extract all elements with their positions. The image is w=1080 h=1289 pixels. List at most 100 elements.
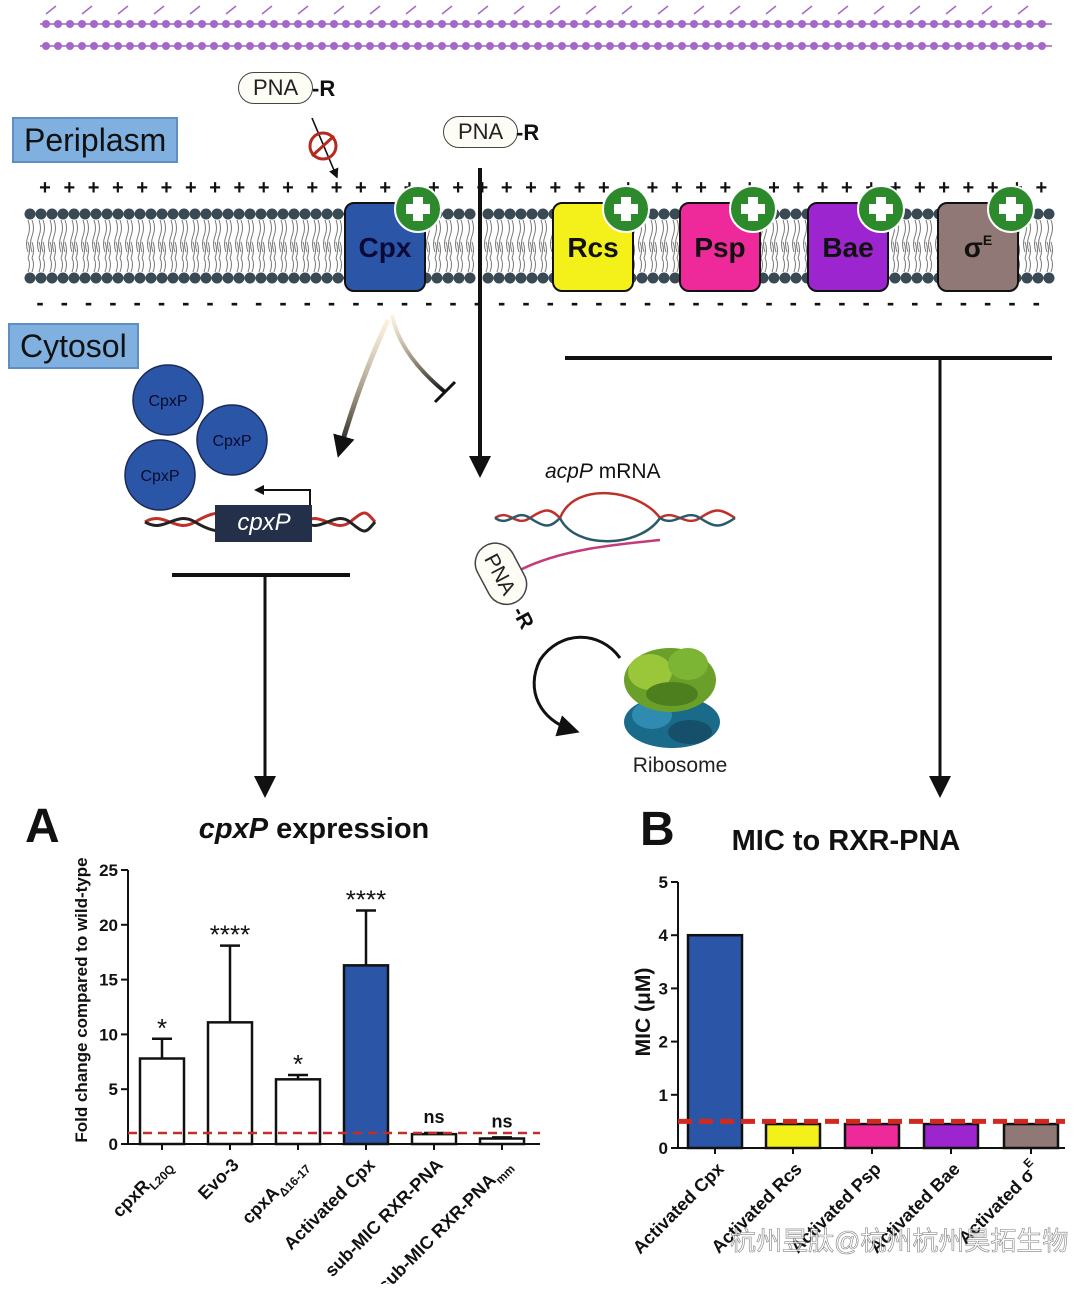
chart-a-ytick-label: 5 [109, 1080, 118, 1099]
plus-charge: + [987, 177, 999, 199]
minus-charge: - [863, 290, 870, 315]
chart-a-bar [342, 964, 390, 1146]
cpxp-label: CpxP [140, 468, 179, 485]
plus-charge: + [234, 177, 246, 199]
minus-charge: - [571, 290, 578, 315]
chart-b-ytick-label: 4 [659, 926, 669, 945]
plus-charge: + [768, 177, 780, 199]
pna-mid-r: -R [516, 120, 540, 145]
minus-charge: - [85, 290, 92, 315]
chart-b-ytick-label: 1 [659, 1086, 668, 1105]
ribosome-icon: Ribosome [532, 635, 728, 777]
minus-charge: - [377, 290, 384, 315]
minus-charge: - [328, 290, 335, 315]
cpxp-label: CpxP [148, 393, 187, 410]
plus-charge: + [549, 177, 561, 199]
chart-b-bar [764, 1122, 822, 1150]
panel-a-letter: A [25, 800, 60, 853]
chart-b-bar [922, 1122, 980, 1150]
minus-charge: - [790, 290, 797, 315]
minus-charge: - [741, 290, 748, 315]
minus-charge: - [231, 290, 238, 315]
chart-a-bar [206, 1021, 254, 1146]
plus-charge: + [963, 177, 975, 199]
chart-b-bar [686, 933, 744, 1150]
plus-charge: + [477, 177, 489, 199]
minus-charge: - [134, 290, 141, 315]
membrane-protein-sigma-e: σE [937, 185, 1035, 292]
chart-b-ytick-label: 0 [659, 1139, 668, 1158]
membrane-protein-label: Psp [694, 232, 745, 263]
chart-a-xtick-label: Evo-3 [194, 1155, 243, 1204]
plus-charge: + [938, 177, 950, 199]
chart-a-xtick-label: cpxRL20Q [108, 1155, 177, 1224]
chart-b-bar [843, 1122, 901, 1150]
plus-charge: + [306, 177, 318, 199]
chart-b-bar [1002, 1122, 1060, 1150]
plus-charge: + [112, 177, 124, 199]
chart-a-ytick-label: 10 [99, 1025, 118, 1044]
activation-plus-icon [394, 185, 442, 233]
minus-charge: - [935, 290, 942, 315]
blocked-entry-icon [308, 117, 339, 179]
plus-charge: + [136, 177, 148, 199]
membrane-protein-label: Cpx [359, 232, 412, 263]
chart-b-ytick-label: 3 [659, 979, 668, 998]
plus-charge: + [63, 177, 75, 199]
cpx-activation-arrow [333, 318, 391, 458]
minus-charge: - [449, 290, 456, 315]
chart-b-ylabel: MIC (μM) [632, 968, 655, 1057]
pna-mid-pill: PNA [443, 116, 519, 148]
chart-a-significance: * [293, 1049, 303, 1079]
minus-charge: - [911, 290, 918, 315]
plus-charge: + [598, 177, 610, 199]
plus-charge: + [209, 177, 221, 199]
plus-charge: + [695, 177, 707, 199]
minus-charge: - [206, 290, 213, 315]
chart-a-ytick-label: 15 [99, 971, 118, 990]
minus-charge: - [547, 290, 554, 315]
acpp-mrna-label: acpP mRNA [545, 460, 661, 483]
chart-a-ytick-label: 25 [99, 861, 118, 880]
plus-charge: + [452, 177, 464, 199]
membrane-charges: ++++++++++++++++++++++++++++++++++++++++… [36, 177, 1047, 315]
activation-plus-icon [729, 185, 777, 233]
cytosol-label: Cytosol [8, 323, 139, 369]
plus-charge: + [792, 177, 804, 199]
plus-charge: + [1035, 177, 1047, 199]
ribosome-label: Ribosome [633, 754, 728, 777]
plus-charge: + [355, 177, 367, 199]
minus-charge: - [717, 290, 724, 315]
minus-charge: - [279, 290, 286, 315]
plus-charge: + [501, 177, 513, 199]
plus-charge: + [574, 177, 586, 199]
membrane-protein-label: σE [964, 232, 993, 263]
chart-a-bar [274, 1078, 322, 1146]
minus-charge: - [814, 290, 821, 315]
acpp-mrna: acpP mRNA [494, 460, 736, 572]
peptidoglycan-layer [40, 5, 1052, 50]
minus-charge: - [474, 290, 481, 315]
chart-a-bar [478, 1137, 526, 1146]
minus-charge: - [401, 290, 408, 315]
minus-charge: - [984, 290, 991, 315]
plus-charge: + [379, 177, 391, 199]
minus-charge: - [255, 290, 262, 315]
membrane-protein-bae: Bae [807, 185, 905, 292]
plus-charge: + [428, 177, 440, 199]
minus-charge: - [887, 290, 894, 315]
chart-a-ytick-label: 0 [109, 1135, 118, 1154]
minus-charge: - [498, 290, 505, 315]
minus-charge: - [692, 290, 699, 315]
minus-charge: - [36, 290, 43, 315]
chart-b-ytick-label: 5 [659, 873, 668, 892]
minus-charge: - [838, 290, 845, 315]
plus-charge: + [161, 177, 173, 199]
plus-charge: + [720, 177, 732, 199]
chart-a-significance: **** [210, 920, 250, 950]
chart-a-ylabel: Fold change compared to wild-type [72, 857, 91, 1142]
chart-a-significance: **** [346, 885, 386, 915]
minus-charge: - [109, 290, 116, 315]
